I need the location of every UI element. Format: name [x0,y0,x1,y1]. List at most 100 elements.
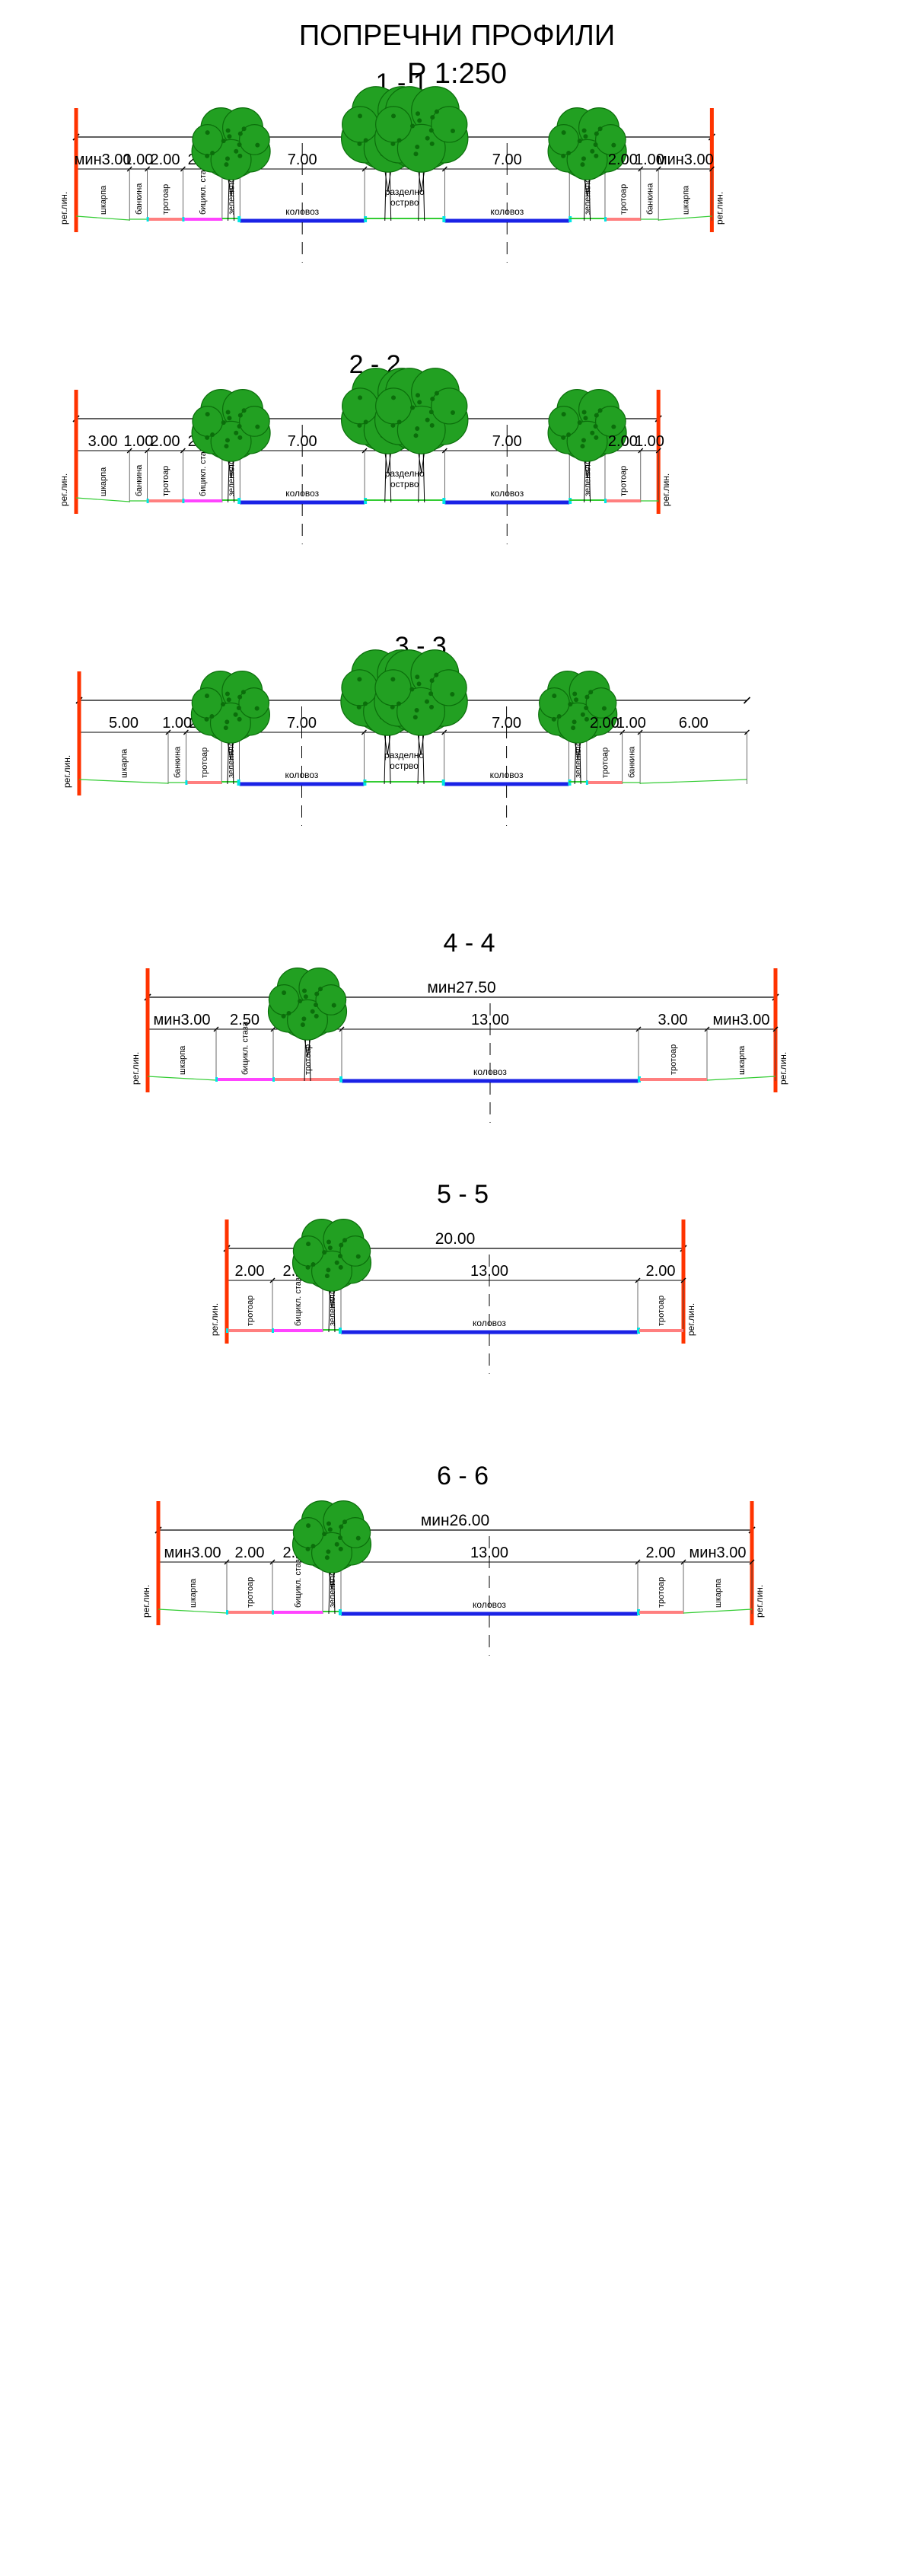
tree-leaf [357,141,362,146]
tree-leaf [588,690,594,695]
tree-leaf [311,1262,316,1267]
tree-leaf [355,1254,361,1259]
tree-icon [190,670,270,785]
segment-name: шкарпа [189,1578,198,1608]
tree-leaf [210,151,215,156]
tree-leaf [594,413,599,418]
total-dimension-text: мин27.50 [427,979,495,996]
tree-crown [339,1516,371,1548]
segment-dimension-text: 5.00 [109,715,139,732]
tree-leaf [324,1274,330,1279]
tree-leaf [234,430,239,435]
curb [339,1076,342,1082]
segment-dimension-text: 7.00 [288,433,317,450]
tree-leaf [611,424,616,429]
tree-icon [374,368,469,503]
curb [237,498,241,504]
segment-dimension-text: 1.00 [162,715,192,732]
curb [603,499,607,503]
regulation-label-left: рег.лин. [62,755,72,788]
segment-name: банкина [627,746,636,778]
segment-dimension-text: 3.00 [88,433,118,450]
tree-icon [291,1500,372,1615]
tree-leaf [428,410,434,415]
segment-dimension-text: 2.00 [608,151,638,168]
segment-dimension-text: 2.00 [646,1263,676,1280]
tree-leaf [429,678,435,684]
segment-name: шкарпа [178,1045,187,1075]
tree-leaf [324,1555,330,1561]
tree-leaf [327,1245,333,1251]
segment-dimension-text: 6.00 [679,715,709,732]
tree-leaf [225,438,230,443]
tree-leaf [255,142,260,148]
tree-leaf [310,1009,315,1014]
tree-leaf [342,1519,348,1525]
segment-dimension-text: 1.00 [123,433,153,450]
tree-leaf [412,715,418,720]
tree-icon [547,107,627,222]
tree-leaf [326,1549,331,1554]
segment-name: разделно [385,468,425,479]
segment-name: тротоар [619,184,628,215]
tree-leaf [225,156,230,161]
tree-crown [566,139,608,180]
curb [272,1610,274,1615]
tree-leaf [434,391,439,396]
segment-name: коловоз [285,206,319,217]
tree-leaf [574,697,579,703]
tree-leaf [430,397,435,402]
tree-leaf [334,1541,339,1547]
profile-label: 5 - 5 [437,1180,489,1209]
segment-dimension-text: 2.00 [235,1263,265,1280]
curb [442,216,446,222]
regulation-label-right: рег.лин. [686,1303,696,1336]
curb [603,217,607,222]
tree-leaf [209,714,215,719]
tree-leaf [205,130,210,135]
tree-crown [342,387,379,425]
tree-crown [315,984,347,1015]
tree-leaf [597,408,603,413]
tree-leaf [434,672,439,677]
segment-name: тротоар [600,748,610,778]
tree-leaf [581,438,586,443]
segment-name: тротоар [200,748,209,778]
tree-leaf [305,1264,311,1270]
tree-leaf [255,424,260,429]
tree-icon [267,967,348,1082]
tree-leaf [390,141,396,146]
tree-leaf [429,141,435,146]
tree-leaf [221,702,226,707]
tree-leaf [221,420,226,426]
tree-leaf [428,691,434,697]
tree-crown [311,1532,353,1573]
dimension-tick [743,697,751,704]
tree-leaf [363,138,368,143]
segment-name: шкарпа [99,185,108,215]
tree-leaf [425,417,430,422]
tree-leaf [223,725,228,731]
tree-leaf [584,694,590,700]
tree-crown [342,106,379,143]
tree-leaf [590,148,595,154]
tree-leaf [237,694,243,700]
tree-leaf [593,424,598,429]
tree-leaf [581,128,587,133]
tree-crown [396,405,446,454]
curb [182,499,185,503]
tree-leaf [326,1521,332,1526]
tree-leaf [298,999,303,1004]
slope-surface [683,1608,753,1614]
tree-leaf [338,1264,343,1270]
tree-leaf [281,1013,286,1019]
tree-leaf [331,1003,336,1008]
curb [339,1328,342,1334]
profile-label: 6 - 6 [437,1462,489,1490]
tree-crown [431,387,468,425]
tree-leaf [434,109,439,114]
tree-leaf [204,716,209,722]
tree-leaf [363,419,368,425]
curb [146,499,149,503]
segment-name: острво [390,479,419,489]
